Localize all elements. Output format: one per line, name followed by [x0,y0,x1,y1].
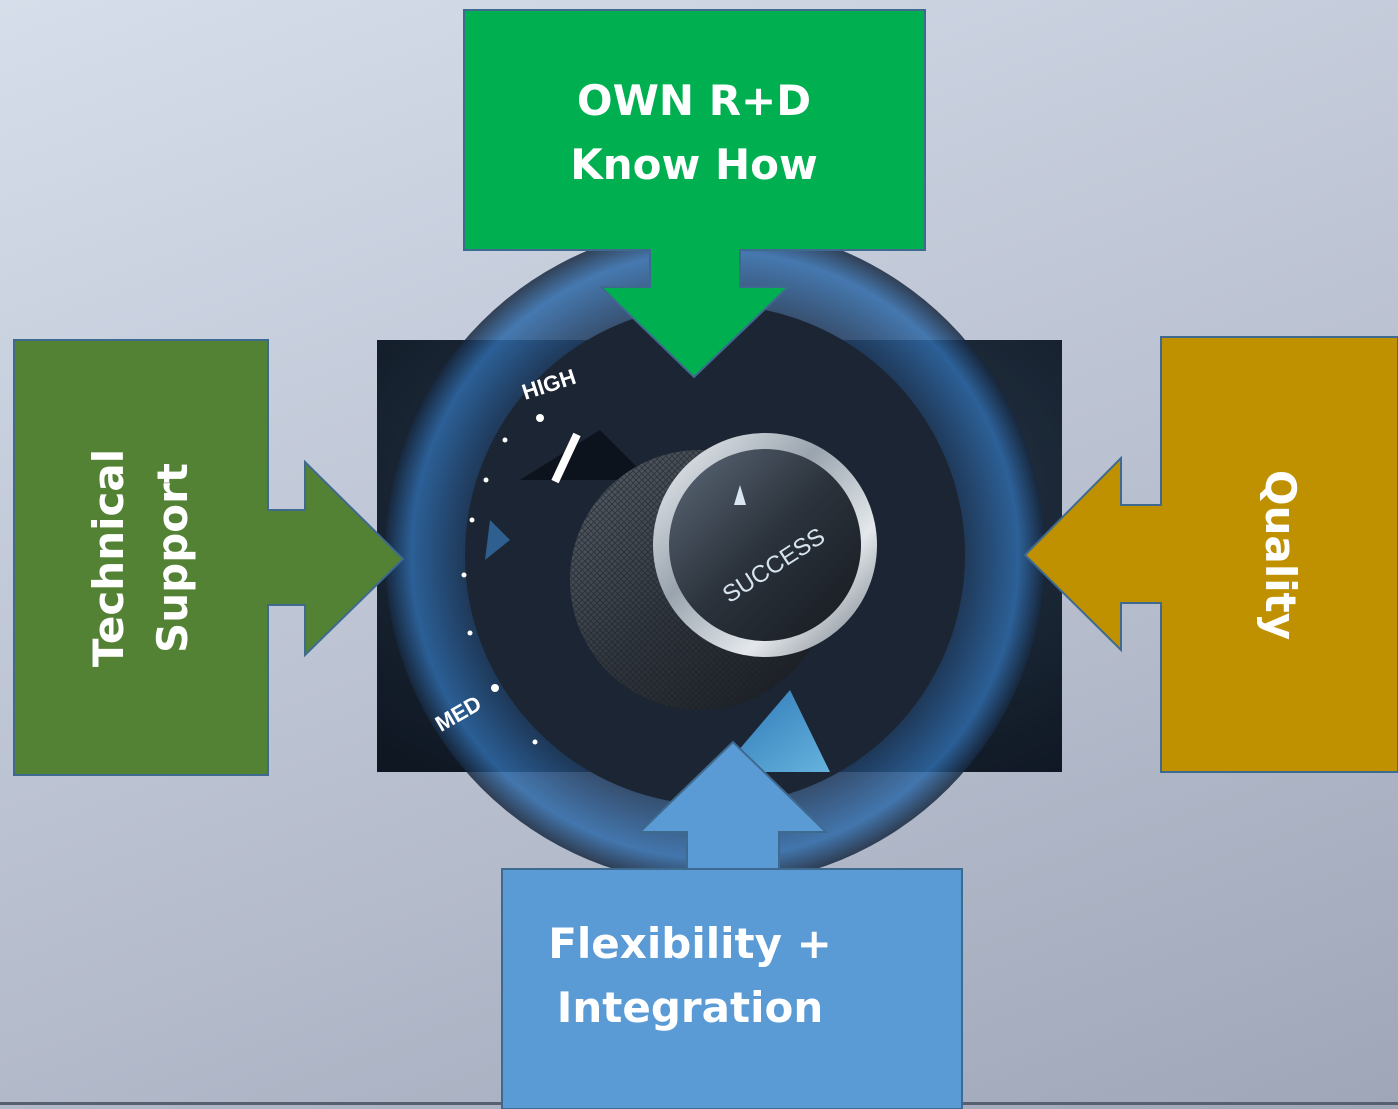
callout-right-label: Quality [1248,470,1312,640]
callout-right-line1: Quality [1256,469,1305,641]
callout-top-shape [463,9,926,379]
callout-bottom-line1: Flexibility + [548,919,832,968]
callout-left-shape [13,339,405,776]
callout-left-label: Technical Support [77,449,205,667]
callout-left-line2: Support [148,463,197,653]
callout-top-line1: OWN R+D [576,76,812,125]
callout-top-line2: Know How [570,140,818,189]
callout-left-line1: Technical [84,448,133,668]
callout-bottom-label: Flexibility + Integration [548,912,832,1040]
callout-bottom-shape [501,740,963,1109]
callout-right-shape [1023,336,1398,773]
callout-top-label: OWN R+D Know How [570,69,818,197]
success-dial-image [377,225,1062,885]
callout-bottom-line2: Integration [556,983,824,1032]
